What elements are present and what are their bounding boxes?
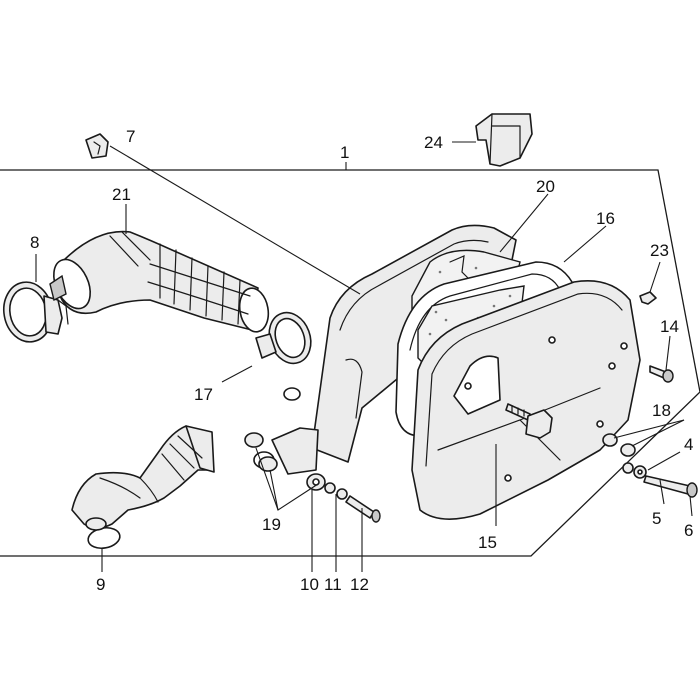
part-14-screw <box>649 365 674 383</box>
callout-14: 14 <box>660 317 679 336</box>
callout-5: 5 <box>652 509 661 528</box>
callout-19: 19 <box>262 515 281 534</box>
part-18-grommets <box>602 433 636 457</box>
part-8-clamp <box>2 281 69 343</box>
callout-12: 12 <box>350 575 369 594</box>
callout-10: 10 <box>300 575 319 594</box>
callout-24: 24 <box>424 133 443 152</box>
part-17-clamp <box>255 311 312 365</box>
part-7-clip <box>85 133 109 159</box>
leader-lines <box>35 141 693 572</box>
callout-11: 11 <box>324 575 342 594</box>
part-23-plug <box>639 291 657 305</box>
callout-23: 23 <box>650 241 669 260</box>
callout-17: 17 <box>194 385 213 404</box>
callout-6: 6 <box>684 521 693 540</box>
callout-16: 16 <box>596 209 615 228</box>
part-9-lower-duct <box>71 425 215 550</box>
airbox-cover <box>411 280 641 520</box>
callout-8: 8 <box>30 233 39 252</box>
part-10-11-12-hardware <box>306 473 381 523</box>
part-19-bushings <box>244 432 278 472</box>
part-21-intake-hose <box>49 230 270 333</box>
callout-20: 20 <box>536 177 555 196</box>
part-24-clip <box>475 113 533 167</box>
part-4-5-6-bolt-washers <box>622 462 698 498</box>
callout-18: 18 <box>652 401 671 420</box>
assembly-frame <box>0 169 700 557</box>
callout-7: 7 <box>126 127 135 146</box>
callout-21: 21 <box>112 185 131 204</box>
callout-4: 4 <box>684 435 693 454</box>
callout-9: 9 <box>96 575 105 594</box>
callout-15: 15 <box>478 533 497 552</box>
callout-1: 1 <box>340 143 349 162</box>
part-15-knob-screw <box>505 403 553 439</box>
